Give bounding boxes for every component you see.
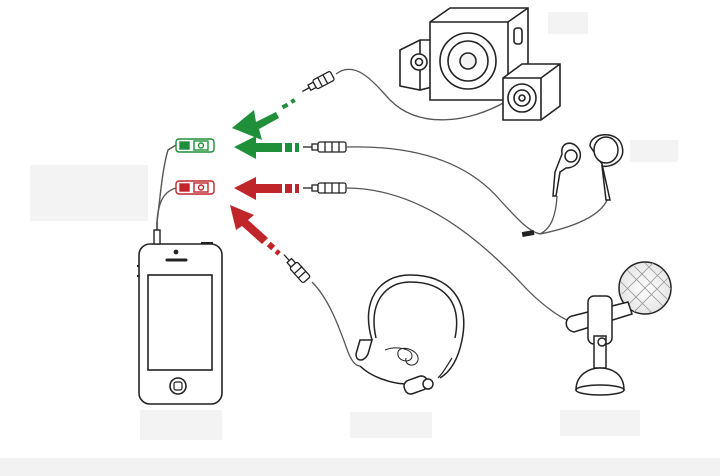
- earphone-cable: [345, 146, 541, 235]
- phone-label-placeholder: [140, 410, 222, 440]
- earphone-jack-plug: [303, 141, 347, 153]
- microphone-jack-plug: [303, 182, 347, 194]
- arrow-earphones: [234, 136, 299, 159]
- diagram-canvas: [30, 7, 678, 440]
- phone-plug: [153, 222, 161, 245]
- speaker-jack-plug: [302, 71, 335, 92]
- earphones: [552, 134, 624, 201]
- red-adapter: [175, 180, 215, 195]
- headset-cable: [311, 281, 361, 367]
- label-placeholders: [30, 12, 678, 440]
- microphone-cable: [345, 187, 573, 323]
- device-cables: [311, 68, 609, 367]
- arrow-speakers: [232, 98, 296, 140]
- smartphone: [137, 242, 223, 405]
- earphone-left-lead: [539, 195, 558, 235]
- bottom-band: [0, 458, 720, 476]
- earphone-splitter-clip: [521, 229, 535, 237]
- earphone-label-placeholder: [630, 140, 678, 162]
- microphone-label-placeholder: [560, 410, 640, 436]
- headset-label-placeholder: [350, 412, 432, 438]
- green-adapter: [175, 138, 215, 153]
- speaker-label-placeholder: [548, 12, 588, 34]
- splitter-cables: [156, 144, 177, 223]
- headset-jack-plug: [283, 254, 311, 284]
- speakers: [399, 7, 561, 121]
- desktop-microphone: [565, 261, 672, 396]
- headset-microphone: [355, 274, 465, 395]
- arrow-microphone: [234, 177, 299, 200]
- adapter-label-placeholder: [30, 165, 148, 221]
- earphone-right-lead: [539, 197, 609, 235]
- arrow-headset: [230, 205, 281, 256]
- speaker-cable: [335, 68, 506, 121]
